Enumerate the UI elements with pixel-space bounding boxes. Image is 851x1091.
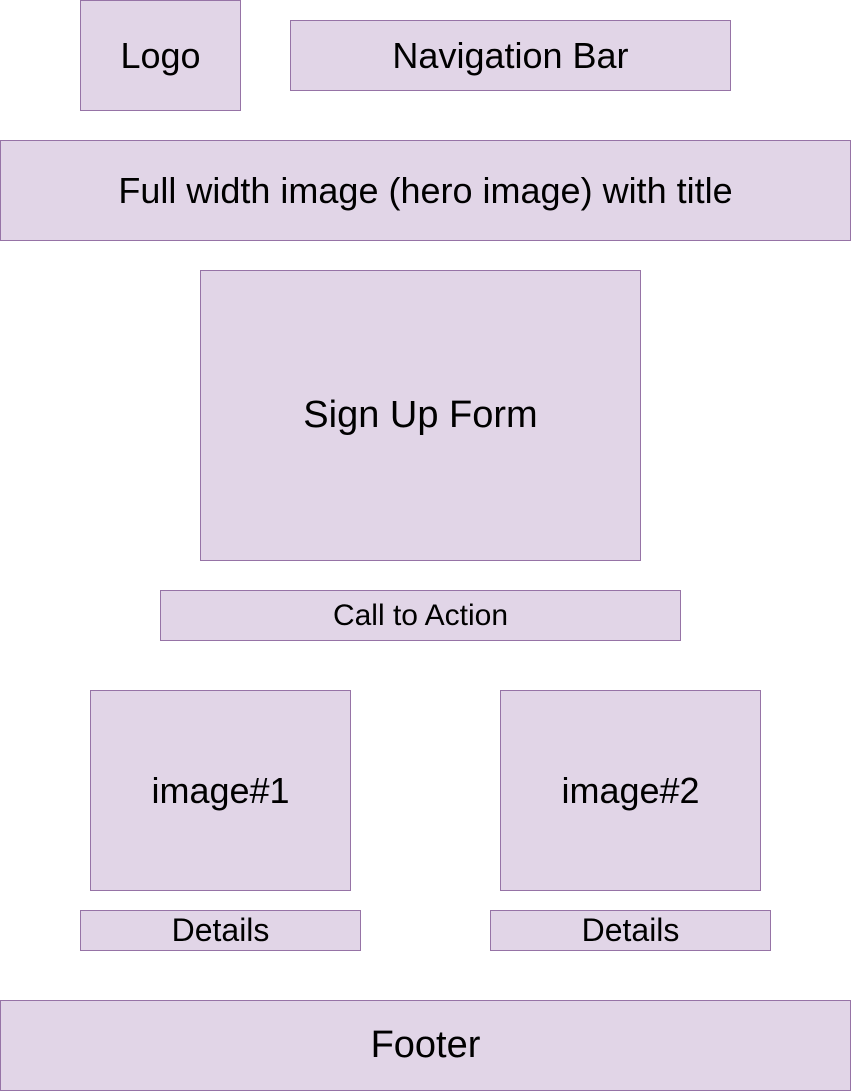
footer-label: Footer — [370, 1024, 481, 1066]
call-to-action-box: Call to Action — [160, 590, 681, 641]
image-2-details-label: Details — [581, 912, 680, 948]
call-to-action-label: Call to Action — [332, 598, 509, 632]
logo-label: Logo — [120, 34, 201, 76]
footer-box: Footer — [0, 1000, 851, 1091]
image-2-box: image#2 — [500, 690, 761, 891]
sign-up-form-box: Sign Up Form — [200, 270, 641, 561]
image-1-label: image#1 — [151, 769, 290, 811]
navigation-bar-box: Navigation Bar — [290, 20, 731, 91]
hero-image-box: Full width image (hero image) with title — [0, 140, 851, 241]
logo-box: Logo — [80, 0, 241, 111]
navigation-bar-label: Navigation Bar — [392, 34, 629, 76]
sign-up-form-label: Sign Up Form — [303, 394, 538, 436]
image-1-box: image#1 — [90, 690, 351, 891]
image-2-details-box: Details — [490, 910, 771, 951]
hero-image-label: Full width image (hero image) with title — [118, 169, 733, 211]
image-1-details-label: Details — [171, 912, 270, 948]
image-2-label: image#2 — [561, 769, 700, 811]
image-1-details-box: Details — [80, 910, 361, 951]
